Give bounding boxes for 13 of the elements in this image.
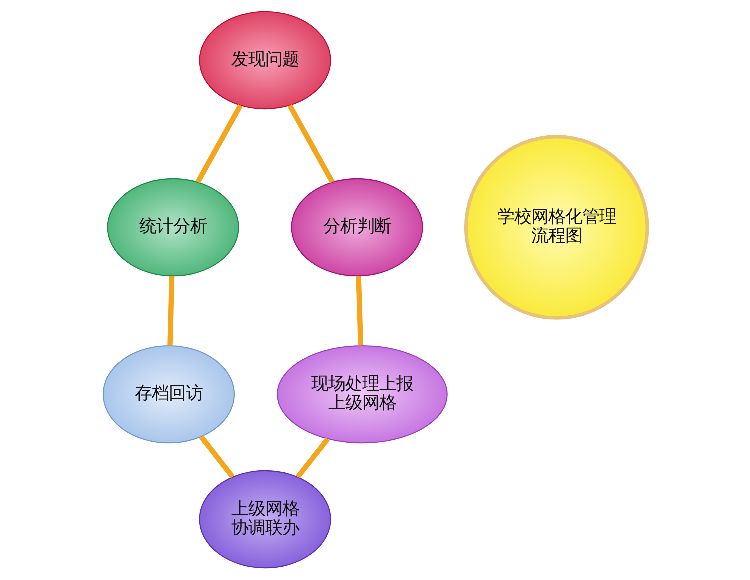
- node-ellipse: 现场处理上报上级网格: [276, 345, 448, 444]
- node-ellipse: 上级网格协调联办: [198, 470, 331, 569]
- node-ellipse: 分析判断: [290, 178, 423, 277]
- node-ellipse: 统计分析: [106, 178, 239, 277]
- node-circle: 学校网格化管理流程图: [464, 135, 649, 320]
- node-ellipse: 存档回访: [102, 345, 235, 444]
- connector: [199, 436, 234, 479]
- connector: [195, 104, 242, 184]
- connector: [296, 438, 330, 479]
- connector: [356, 276, 364, 346]
- connector: [287, 104, 334, 184]
- connector: [167, 276, 174, 346]
- node-ellipse: 发现问题: [198, 11, 331, 110]
